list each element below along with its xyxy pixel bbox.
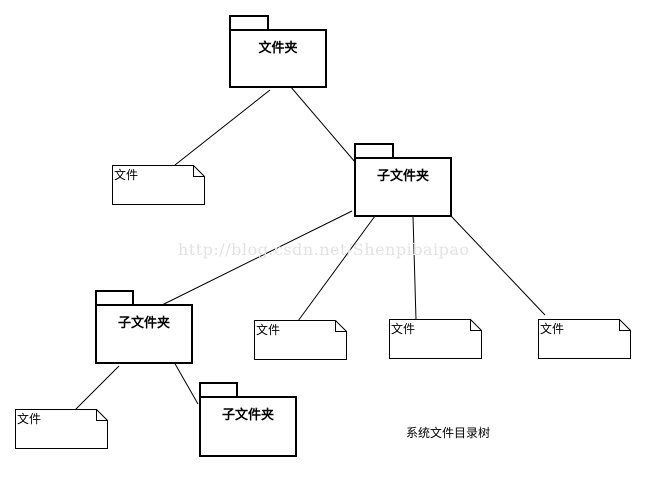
diagram-caption: 系统文件目录树 — [406, 426, 491, 440]
note-shape — [254, 320, 347, 360]
root-folder: 文件夹 — [229, 29, 327, 88]
edge-root-subfolder — [289, 85, 356, 163]
file-note-4-label: 文件 — [540, 322, 565, 336]
file-note-3-label: 文件 — [391, 322, 416, 336]
note-shape — [112, 165, 205, 205]
file-note-3: 文件 — [389, 319, 483, 360]
note-shape — [15, 409, 108, 449]
edge-subfolder-file-a — [297, 215, 376, 322]
note-shape — [389, 319, 482, 359]
subfolder-2-label: 子文件夹 — [117, 316, 170, 331]
subfolder-3-label: 子文件夹 — [221, 408, 274, 423]
file-note-1-label: 文件 — [114, 168, 139, 182]
edge-root-file — [174, 89, 271, 166]
subfolder-3-tab — [199, 382, 238, 398]
subfolder-1-tab — [354, 143, 394, 159]
edge-leftsub-file — [74, 365, 120, 411]
subfolder-2-tab — [95, 290, 134, 306]
edge-subfolder-file-c — [450, 215, 546, 316]
file-note-5: 文件 — [15, 409, 109, 450]
edge-subfolder-subfolder — [159, 210, 353, 307]
file-note-2: 文件 — [254, 320, 348, 361]
file-note-1: 文件 — [112, 165, 206, 206]
root-folder-tab — [229, 15, 269, 31]
subfolder-3: 子文件夹 — [199, 396, 297, 457]
subfolder-1-label: 子文件夹 — [376, 169, 429, 184]
subfolder-1: 子文件夹 — [354, 157, 452, 217]
watermark: http://blog.csdn.net/Shenpibaipao — [178, 240, 470, 259]
file-note-2-label: 文件 — [256, 323, 281, 337]
subfolder-2: 子文件夹 — [95, 304, 193, 364]
file-note-5-label: 文件 — [17, 412, 42, 426]
note-shape — [538, 319, 631, 359]
edge-subfolder-file-b — [412, 215, 417, 321]
file-note-4: 文件 — [538, 319, 632, 360]
edge-leftsub-subfolder — [173, 361, 199, 405]
root-folder-label: 文件夹 — [258, 41, 298, 56]
